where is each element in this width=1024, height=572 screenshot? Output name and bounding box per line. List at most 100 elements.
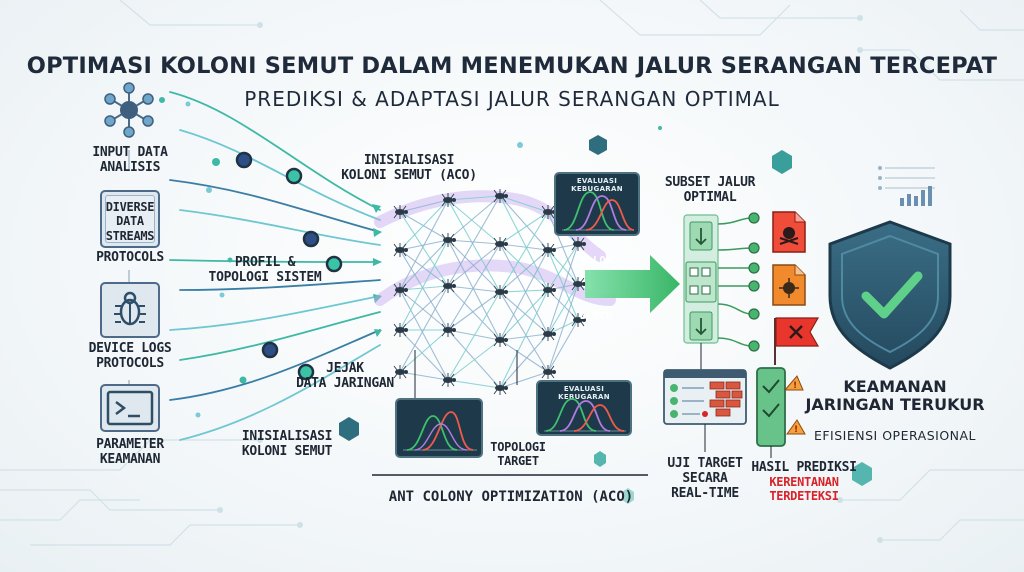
- kerentanan-label: KERENTANAN TERDETEKSI: [746, 475, 862, 504]
- eval-panel-bottom: EVALUASI KEBUGARAN: [536, 380, 632, 436]
- subset-label: SUBSET JALUR OPTIMAL: [650, 175, 770, 206]
- input-data-line1: INPUT DATA: [92, 145, 168, 160]
- mesh-edge: [499, 211, 549, 293]
- ant-node: [493, 381, 508, 395]
- pheromone-trail: [374, 190, 606, 262]
- ant-node: [541, 283, 556, 297]
- topologi-label: TOPOLOGI TARGET: [478, 440, 558, 469]
- keamanan-line2: JARINGAN TERUKUR: [805, 395, 985, 415]
- protocols-label: PROTOCOLS: [96, 250, 164, 265]
- mesh-edge: [499, 195, 549, 213]
- jejak-label: JEJAK DATA JARINGAN: [270, 361, 420, 392]
- output-arrow: [585, 255, 680, 313]
- mesh-edge: [447, 243, 501, 287]
- mesh-edge: [499, 195, 549, 251]
- device-logs-line1: DEVICE LOGS: [88, 341, 172, 356]
- init-bottom-line1: INISIALISASI: [241, 429, 333, 444]
- mesh-edge: [499, 289, 549, 293]
- mini-bar-chart-icon: [878, 166, 935, 206]
- svg-text:!: !: [793, 381, 797, 391]
- mesh-edge: [547, 243, 579, 335]
- ant-node: [393, 205, 408, 219]
- mesh-edge: [547, 243, 579, 291]
- diverse-line2: DATA: [116, 214, 144, 229]
- ant-node: [541, 327, 556, 341]
- flag-x-icon: [774, 317, 820, 365]
- mesh-edge: [499, 333, 549, 341]
- subset-line1: SUBSET JALUR: [664, 175, 756, 190]
- ant-node: [571, 313, 586, 327]
- terminal-glyph: [106, 390, 154, 426]
- mesh-edge: [447, 291, 501, 381]
- ant-node: [393, 365, 408, 379]
- mesh-edge: [499, 339, 549, 373]
- database-icon: [100, 190, 160, 248]
- topologi-line1: TOPOLOGI: [490, 440, 546, 454]
- mesh-edge: [499, 291, 549, 335]
- parameter-line2: KEAMANAN: [99, 451, 161, 467]
- mesh-edge: [399, 249, 449, 331]
- mesh-edge: [447, 379, 501, 389]
- mesh-edge: [399, 211, 449, 241]
- eval-panel-bottom-title: EVALUASI KEBUGARAN: [558, 385, 610, 401]
- jejak-line2: DATA JARINGAN: [296, 375, 394, 391]
- mesh-edge: [399, 289, 449, 331]
- eval-curves-top: [562, 191, 635, 231]
- mesh-edge: [399, 199, 449, 291]
- eval-curves-bottom: [544, 398, 626, 432]
- kerentanan-line1: KERENTANAN: [769, 475, 839, 489]
- mesh-edge: [399, 371, 449, 381]
- bug-glyph: [114, 291, 146, 326]
- mesh-edge: [499, 289, 549, 389]
- mesh-edge: [547, 283, 579, 373]
- mesh-edge: [399, 285, 449, 331]
- efisiensi-label: EFISIENSI OPERASIONAL: [813, 428, 977, 443]
- init-top-line2: KOLONI SEMUT (ACO): [341, 167, 477, 183]
- mesh-edge: [447, 243, 501, 331]
- ant-node: [441, 233, 456, 247]
- kerentanan-line2: TERDETEKSI: [769, 488, 839, 503]
- mesh-edge: [399, 329, 449, 381]
- parameter-line1: PARAMETER: [96, 437, 164, 452]
- mesh-edge: [399, 211, 449, 287]
- topology-panel: [395, 398, 483, 458]
- mesh-edge: [447, 195, 501, 287]
- diverse-streams-label: DIVERSE DATA STREAMS: [100, 200, 160, 243]
- ant-node: [441, 373, 456, 387]
- mesh-edge: [447, 199, 501, 245]
- mesh-edge: [447, 239, 501, 341]
- profil-label: PROFIL & TOPOLOGI SISTEM: [190, 255, 340, 286]
- mesh-edge: [399, 239, 449, 291]
- subset-line2: OPTIMAL: [683, 189, 737, 205]
- init-top-label: INISIALISASI KOLONI SEMUT (ACO): [324, 153, 494, 184]
- diverse-line3: STREAMS: [105, 228, 155, 243]
- mesh-edge: [399, 285, 449, 373]
- circuit-dots: [217, 15, 883, 543]
- mesh-edge: [447, 199, 501, 293]
- mesh-edge: [499, 371, 549, 389]
- decor-dots: [159, 97, 662, 418]
- profil-line2: TOPOLOGI SISTEM: [208, 269, 322, 285]
- mesh-edge: [499, 289, 549, 341]
- shield-check-icon: [828, 220, 952, 370]
- mesh-edge: [399, 199, 449, 251]
- mesh-edge: [547, 249, 579, 321]
- bug-icon: [100, 282, 160, 338]
- main-title: OPTIMASI KOLONI SEMUT DALAM MENEMUKAN JA…: [26, 53, 998, 79]
- mesh-edge: [447, 195, 501, 201]
- init-top-line1: INISIALISASI: [363, 153, 455, 168]
- keamanan-line1: KEAMANAN: [843, 377, 947, 396]
- mesh-edge: [399, 289, 449, 381]
- mesh-edge: [447, 285, 501, 341]
- ant-node: [393, 323, 408, 337]
- mesh-edge: [499, 195, 549, 291]
- flow-arrowheads: [372, 204, 382, 337]
- mesh-edge: [447, 329, 501, 389]
- circuit-lines: [0, 0, 1024, 546]
- ant-node: [493, 237, 508, 251]
- ant-node: [441, 323, 456, 337]
- flow-curves: [169, 91, 381, 441]
- mesh-edge: [447, 339, 501, 381]
